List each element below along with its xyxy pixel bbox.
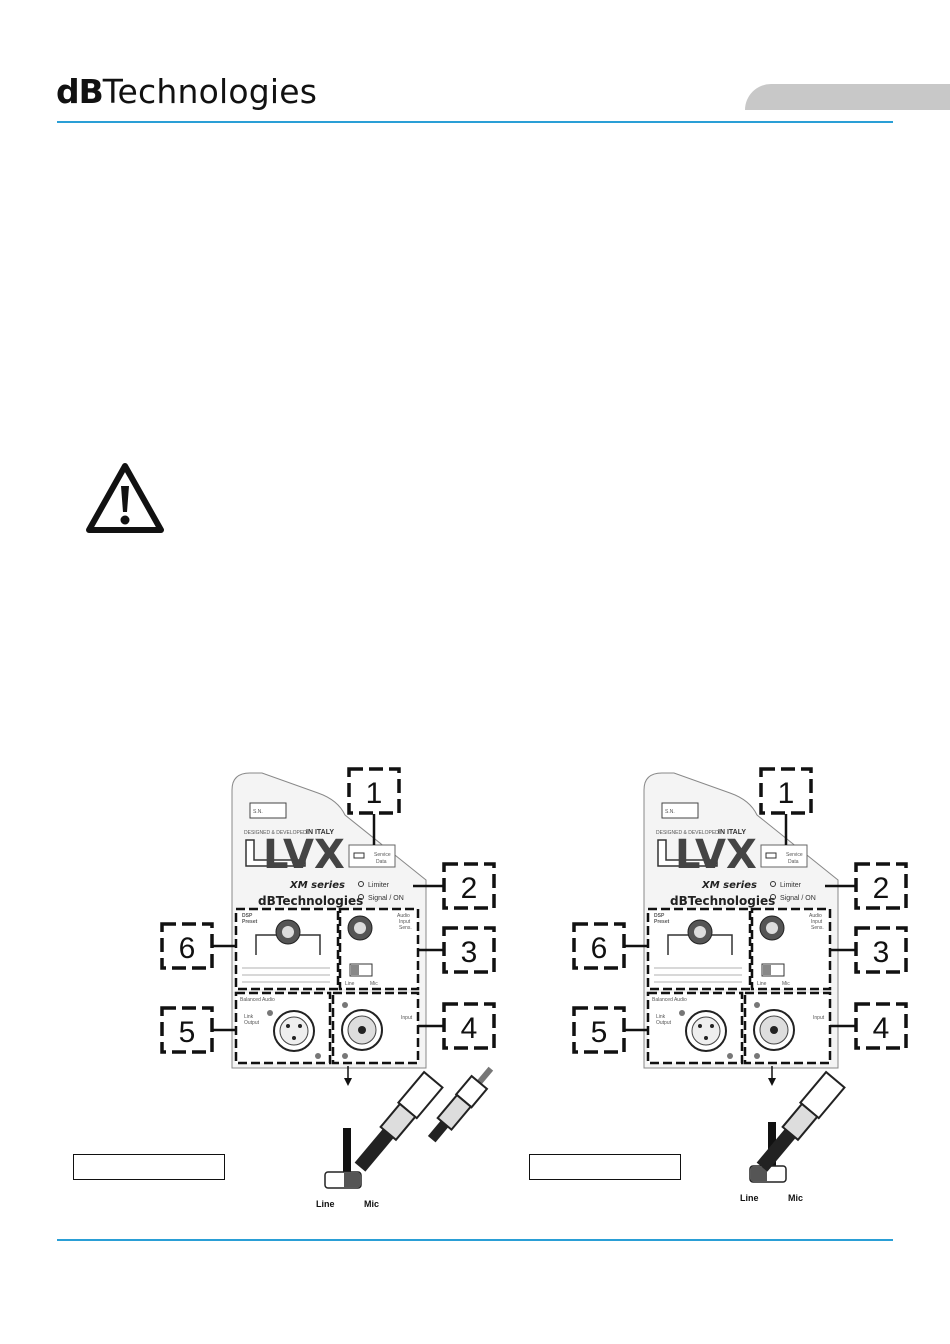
model-logo: LVX xyxy=(263,832,345,878)
designed-text: DESIGNED & DEVELOPED xyxy=(656,830,719,836)
mic-small-label: Mic xyxy=(782,981,790,987)
data-label: Data xyxy=(376,859,387,865)
limiter-label: Limiter xyxy=(780,882,802,889)
in-italy: IN ITALY xyxy=(306,829,334,836)
dsp-label: DSP xyxy=(242,913,253,919)
logo-technologies: Technologies xyxy=(102,72,318,111)
jack-cable-left xyxy=(427,1066,494,1143)
data-label: Data xyxy=(788,859,799,865)
preset-label: Preset xyxy=(654,919,670,925)
designed-text: DESIGNED & DEVELOPED xyxy=(244,830,307,836)
switch-line-label: Line xyxy=(740,1193,759,1203)
callout-3: 3 xyxy=(461,936,478,969)
callout-5: 5 xyxy=(591,1016,608,1049)
mic-small-label: Mic xyxy=(370,981,378,987)
audio-label: Audio xyxy=(397,913,410,919)
brand-on-panel: dBTechnologies xyxy=(670,894,775,908)
warning-triangle-icon xyxy=(86,462,164,539)
output-label: Output xyxy=(656,1020,672,1026)
brand-on-panel: dBTechnologies xyxy=(258,894,363,908)
switch-mic-label: Mic xyxy=(364,1199,379,1209)
footer-rule xyxy=(57,1239,893,1241)
balanced-audio-label: Balanced Audio xyxy=(652,997,687,1003)
xlr-cable-right xyxy=(756,1070,846,1172)
output-label: Output xyxy=(244,1020,260,1026)
brand-logo: dBTechnologies xyxy=(56,70,317,114)
line-small-label: Line xyxy=(345,981,355,987)
sens-label: Sens. xyxy=(811,925,824,931)
input-label: Input xyxy=(813,1015,825,1021)
balanced-audio-label: Balanced Audio xyxy=(240,997,275,1003)
signal-on-label: Signal / ON xyxy=(368,895,404,902)
input-sens-label: Input xyxy=(399,919,411,925)
callout-6: 6 xyxy=(179,932,196,965)
panel-left: S.N. DESIGNED & DEVELOPED IN ITALY LVX X… xyxy=(160,767,496,1209)
callout-3: 3 xyxy=(873,936,890,969)
sn-label: S.N. xyxy=(253,809,263,815)
callout-1: 1 xyxy=(778,777,795,810)
link-label: Link xyxy=(244,1014,254,1020)
xlr-cable-left xyxy=(354,1070,444,1172)
in-italy: IN ITALY xyxy=(718,829,746,836)
callout-2: 2 xyxy=(461,872,478,905)
series-label: XM series xyxy=(701,880,757,891)
sens-label: Sens. xyxy=(399,925,412,931)
series-label: XM series xyxy=(289,880,345,891)
switch-line-label: Line xyxy=(316,1199,335,1209)
figure-label-right xyxy=(529,1154,681,1180)
service-label: Service xyxy=(786,852,803,858)
service-label: Service xyxy=(374,852,391,858)
audio-label: Audio xyxy=(809,913,822,919)
callout-4: 4 xyxy=(461,1012,478,1045)
line-small-label: Line xyxy=(757,981,767,987)
signal-on-label: Signal / ON xyxy=(780,895,816,902)
link-label: Link xyxy=(656,1014,666,1020)
header-tab xyxy=(745,84,950,110)
sn-label: S.N. xyxy=(665,809,675,815)
limiter-label: Limiter xyxy=(368,882,390,889)
preset-label: Preset xyxy=(242,919,258,925)
model-logo: LVX xyxy=(675,832,757,878)
callout-5: 5 xyxy=(179,1016,196,1049)
callout-6: 6 xyxy=(591,932,608,965)
callout-2: 2 xyxy=(873,872,890,905)
logo-db: dB xyxy=(56,72,104,111)
input-label: Input xyxy=(401,1015,413,1021)
header-rule xyxy=(57,121,893,123)
input-sens-label: Input xyxy=(811,919,823,925)
panel-right: S.N. DESIGNED & DEVELOPED IN ITALY LVX X… xyxy=(572,767,908,1203)
figure-label-left xyxy=(73,1154,225,1180)
switch-mic-label: Mic xyxy=(788,1193,803,1203)
callout-4: 4 xyxy=(873,1012,890,1045)
dsp-label: DSP xyxy=(654,913,665,919)
callout-1: 1 xyxy=(366,777,383,810)
